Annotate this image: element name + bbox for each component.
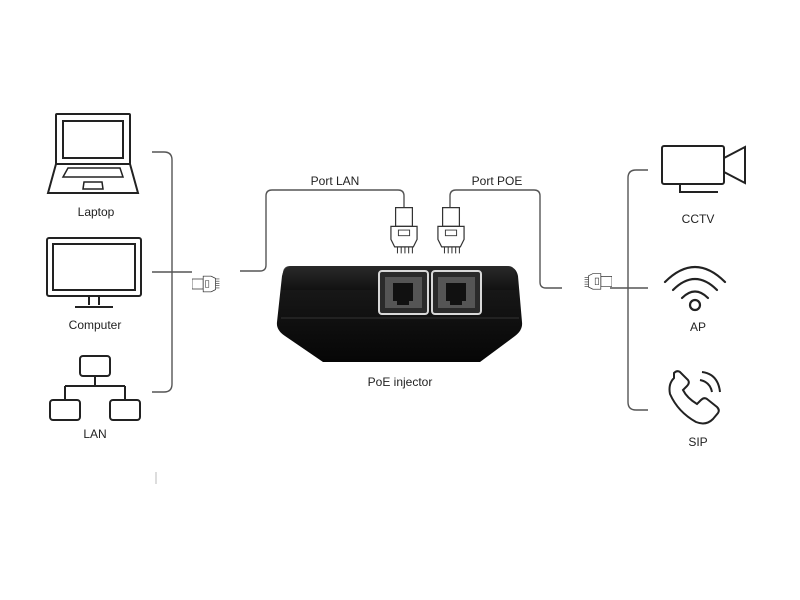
left-bracket [152, 151, 192, 393]
cable-port-lan [240, 189, 405, 272]
laptop-icon [46, 113, 140, 194]
computer-icon [46, 237, 142, 308]
wifi-access-point-icon [663, 266, 727, 312]
right-bracket [610, 169, 648, 411]
lan-port-jack [378, 270, 429, 315]
port-poe-label: Port POE [471, 174, 523, 188]
cable-port-poe [449, 189, 562, 289]
rj45-connector-right [584, 273, 612, 290]
rj45-connector-port-lan [390, 207, 418, 255]
ap-label: AP [689, 320, 706, 334]
sip-phone-icon [668, 370, 721, 425]
poe-injector-device [276, 266, 523, 362]
cctv-label: CCTV [681, 212, 715, 226]
port-lan-label: Port LAN [310, 174, 360, 188]
lan-network-icon [49, 355, 141, 421]
rj45-connector-port-poe [437, 207, 465, 255]
poe-port-jack [431, 270, 482, 315]
poe-injector-label: PoE injector [367, 375, 433, 389]
lan-label: LAN [83, 427, 107, 441]
computer-label: Computer [68, 318, 122, 332]
rj45-connector-left [192, 275, 220, 293]
cctv-camera-icon [661, 145, 746, 193]
sip-label: SIP [688, 435, 708, 449]
laptop-label: Laptop [77, 205, 115, 219]
